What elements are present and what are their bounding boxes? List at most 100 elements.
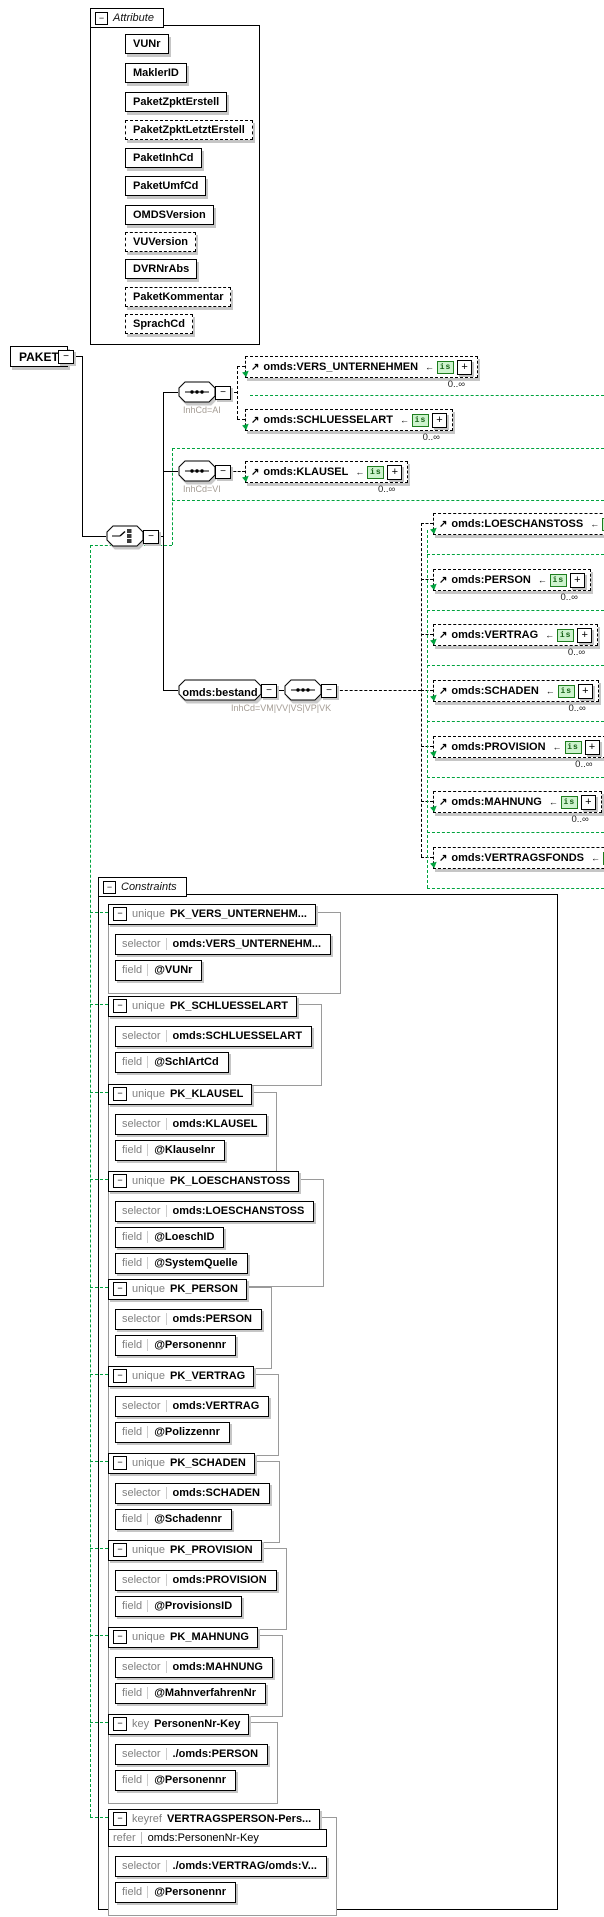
collapse-icon[interactable]: −: [103, 880, 116, 894]
expand-icon[interactable]: +: [431, 412, 447, 428]
collapse-icon[interactable]: −: [261, 684, 277, 698]
connector-line: [163, 690, 178, 691]
expand-icon[interactable]: +: [569, 572, 585, 588]
constraint-selector-box[interactable]: selector./omds:VERTRAG/omds:V...: [115, 1855, 327, 1877]
selector-label: selector: [122, 1574, 167, 1586]
constraint-selector-box[interactable]: selector./omds:PERSON: [115, 1743, 269, 1765]
choice-compositor-icon[interactable]: [106, 525, 144, 552]
collapse-icon[interactable]: −: [113, 999, 127, 1013]
element-omds-person[interactable]: ↗omds:PERSON←is+0..∞: [433, 569, 591, 603]
constraint-field-box[interactable]: field@SchlArtCd: [115, 1051, 229, 1073]
collapse-icon[interactable]: −: [215, 465, 231, 479]
constraint-field-box[interactable]: field@Personennr: [115, 1334, 237, 1356]
collapse-icon[interactable]: −: [113, 1174, 127, 1188]
attribute-box-omdsversion[interactable]: OMDSVersion: [125, 205, 214, 225]
collapse-icon[interactable]: −: [113, 1543, 127, 1557]
collapse-icon[interactable]: −: [113, 1630, 127, 1644]
element-omds-provision[interactable]: ↗omds:PROVISION←is+0..∞: [433, 736, 604, 770]
element-omds-vertragsfonds[interactable]: ↗omds:VERTRAGSFONDS←is+0..∞: [433, 847, 604, 869]
constraint-field-box[interactable]: field@LoeschID: [115, 1226, 225, 1248]
selector-value: ./omds:PERSON: [172, 1748, 259, 1760]
constraint-kind-label: unique: [132, 1370, 166, 1382]
expand-icon[interactable]: +: [457, 359, 473, 375]
attribute-box-paketkommentar[interactable]: PaketKommentar: [125, 287, 232, 307]
element-omds-schaden[interactable]: ↗omds:SCHADEN←is+0..∞: [433, 680, 599, 714]
attribute-box-paketumfcd[interactable]: PaketUmfCd: [125, 176, 207, 196]
element-label: omds:SCHADEN: [451, 685, 539, 697]
connector-line: [72, 356, 82, 357]
constraint-field-box[interactable]: field@Polizzennr: [115, 1421, 230, 1443]
collapse-icon[interactable]: −: [113, 1456, 127, 1470]
constraint-field-box[interactable]: field@Personennr: [115, 1881, 237, 1903]
constraint-kind-label: key: [132, 1718, 150, 1730]
attribute-box-vuversion[interactable]: VUVersion: [125, 232, 197, 252]
expand-icon[interactable]: +: [387, 464, 403, 480]
constraint-field-box[interactable]: field@SystemQuelle: [115, 1252, 248, 1274]
connector-line: [237, 419, 245, 421]
collapse-icon[interactable]: −: [113, 1717, 127, 1731]
element-omds-vers-unternehmen[interactable]: ↗omds:VERS_UNTERNEHMEN←is+0..∞: [245, 356, 479, 390]
attribute-box-vunr[interactable]: VUNr: [125, 34, 169, 54]
element-omds-mahnung[interactable]: ↗omds:MAHNUNG←is+0..∞: [433, 791, 602, 825]
collapse-icon[interactable]: −: [113, 1282, 127, 1296]
constraint-field-box[interactable]: field@VUNr: [115, 959, 203, 981]
collapse-icon[interactable]: −: [143, 530, 159, 544]
attribute-box-dvrnrabs[interactable]: DVRNrAbs: [125, 259, 198, 279]
collapse-icon[interactable]: −: [95, 11, 108, 25]
sequence-compositor-icon[interactable]: [284, 679, 322, 706]
attribute-box-paketinhcd[interactable]: PaketInhCd: [125, 148, 202, 168]
constraint-field-box[interactable]: field@MahnverfahrenNr: [115, 1682, 266, 1704]
element-omds-bestand[interactable]: omds:bestand: [178, 679, 262, 706]
collapse-icon[interactable]: −: [321, 684, 337, 698]
expand-icon[interactable]: +: [584, 739, 600, 755]
expand-icon[interactable]: +: [577, 683, 593, 699]
element-omds-loeschanstoss[interactable]: ↗omds:LOESCHANSTOSS←is+0..∞: [433, 513, 604, 535]
constraint-name: PK_SCHLUESSELART: [170, 1000, 289, 1012]
element-omds-schluesselart[interactable]: ↗omds:SCHLUESSELART←is+0..∞: [245, 409, 453, 443]
root-element-paket[interactable]: PAKET: [10, 346, 68, 367]
constraint-field-box[interactable]: field@Klauselnr: [115, 1139, 226, 1161]
element-omds-vertrag[interactable]: ↗omds:VERTRAG←is+0..∞: [433, 624, 599, 658]
collapse-icon[interactable]: −: [113, 1812, 127, 1826]
element-omds-klausel[interactable]: ↗omds:KLAUSEL←is+0..∞: [245, 461, 409, 495]
expand-icon[interactable]: +: [580, 794, 596, 810]
sequence-compositor-icon[interactable]: [178, 460, 216, 487]
constraint-field-box[interactable]: field@Schadennr: [115, 1508, 232, 1530]
sequence-compositor-icon[interactable]: [178, 381, 216, 408]
attribute-box-maklerid[interactable]: MaklerID: [125, 63, 187, 83]
collapse-icon[interactable]: −: [113, 1369, 127, 1383]
attribute-box-paketzpktletzterstell[interactable]: PaketZpktLetztErstell: [125, 120, 253, 140]
collapse-icon[interactable]: −: [58, 350, 74, 364]
root-element-label: PAKET: [19, 349, 59, 364]
collapse-icon[interactable]: −: [113, 907, 127, 921]
constraint-name: PK_LOESCHANSTOSS: [170, 1175, 291, 1187]
collapse-icon[interactable]: −: [215, 386, 231, 400]
attribute-box-paketzpkterstell[interactable]: PaketZpktErstell: [125, 92, 228, 112]
constraint-field-box[interactable]: field@Personennr: [115, 1769, 237, 1791]
constraint-field-box[interactable]: field@ProvisionsID: [115, 1595, 243, 1617]
attribute-box-sprachcd[interactable]: SprachCd: [125, 314, 193, 334]
collapse-icon[interactable]: −: [113, 1087, 127, 1101]
expand-icon[interactable]: +: [577, 627, 593, 643]
